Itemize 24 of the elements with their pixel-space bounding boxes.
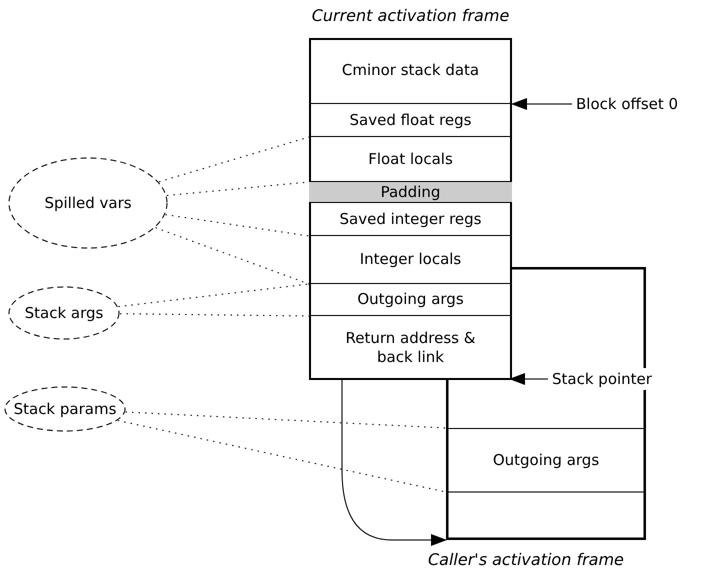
slot-label: Float locals	[368, 150, 453, 168]
leader-line	[155, 227, 310, 284]
frame-heading: Caller's activation frame	[428, 549, 624, 571]
leader-line	[158, 136, 310, 182]
slot-label: Return address & back link	[344, 328, 476, 366]
leader-line	[118, 284, 310, 308]
ellipse-label: Stack args	[24, 302, 104, 324]
arrow	[511, 98, 572, 110]
slot-label: Saved integer regs	[340, 210, 482, 228]
slot-label: Integer locals	[360, 250, 462, 269]
frame-slot	[309, 182, 512, 203]
slot-label: Padding	[380, 182, 440, 202]
ellipse-label: Spilled vars	[44, 192, 132, 214]
pointer-label: Stack pointer	[550, 368, 654, 390]
slot-label: Outgoing args	[357, 290, 464, 309]
slot-label: Saved float regs	[350, 110, 472, 130]
slot-label: Cminor stack data	[342, 61, 480, 80]
leader-line	[164, 214, 310, 236]
arrow	[342, 380, 447, 546]
arrow	[509, 373, 548, 385]
frame-heading: Current activation frame	[310, 5, 510, 27]
ellipse-label: Stack params	[14, 398, 116, 420]
slot-label: Outgoing args	[492, 451, 600, 470]
leader-line	[125, 412, 446, 428]
